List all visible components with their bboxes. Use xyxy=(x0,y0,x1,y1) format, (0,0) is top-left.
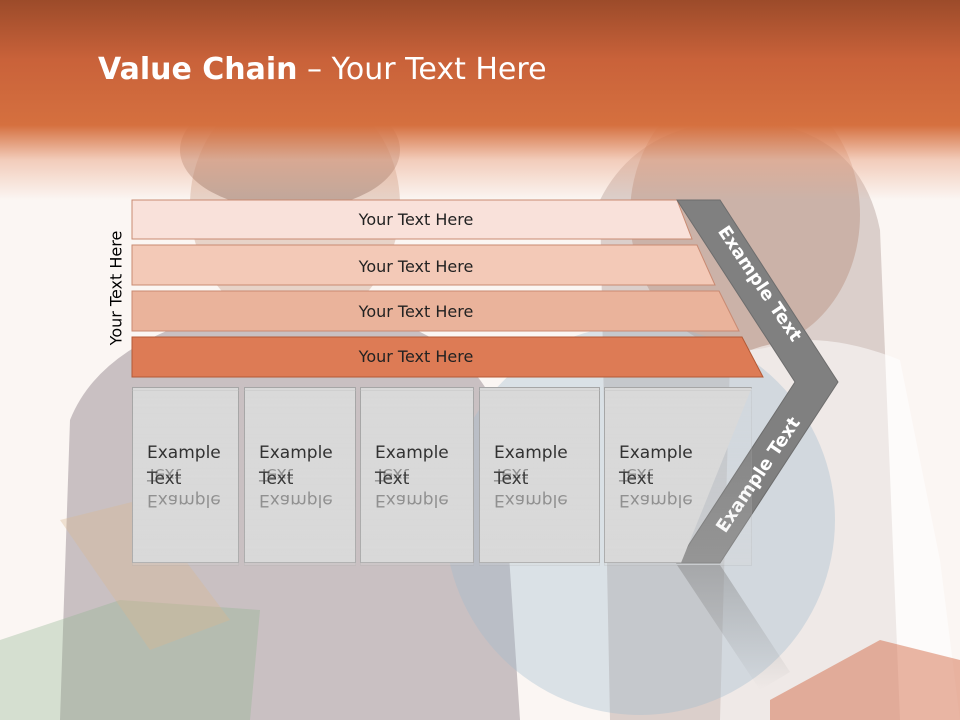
example-box-2: Example Text xyxy=(244,387,356,563)
chevron-reflection xyxy=(677,565,790,690)
bar-2-shape xyxy=(131,244,716,286)
bar-3-shape xyxy=(131,290,740,332)
example-box-1: Example Text xyxy=(132,387,239,563)
example-box-1-reflection: Example Text xyxy=(132,390,239,566)
example-box-3-reflection: Example Text xyxy=(360,390,474,566)
bar-3-label: Your Text Here xyxy=(358,302,474,321)
title-bold: Value Chain xyxy=(98,52,298,87)
page-title: Value Chain – Your Text Here xyxy=(98,52,547,87)
chevron-arrow xyxy=(676,199,839,564)
bar-4-shape xyxy=(131,336,764,378)
bar-1-shape xyxy=(131,199,693,240)
bar-2-label: Your Text Here xyxy=(358,257,474,276)
bar-2: Your Text Here xyxy=(131,244,716,286)
bar-3: Your Text Here xyxy=(131,290,740,332)
bar-1-label: Your Text Here xyxy=(358,210,474,229)
example-box-4-reflection: Example Text xyxy=(479,390,600,566)
header-band xyxy=(0,0,960,200)
example-box-4: Example Text xyxy=(479,387,600,563)
bar-4-label: Your Text Here xyxy=(358,347,474,366)
example-box-5-reflection: Example Text xyxy=(604,390,752,566)
title-rest: – Your Text Here xyxy=(297,52,547,87)
bar-4: Your Text Here xyxy=(131,336,764,378)
bar-1: Your Text Here xyxy=(131,199,693,240)
example-box-2-reflection: Example Text xyxy=(244,390,356,566)
example-box-3: Example Text xyxy=(360,387,474,563)
